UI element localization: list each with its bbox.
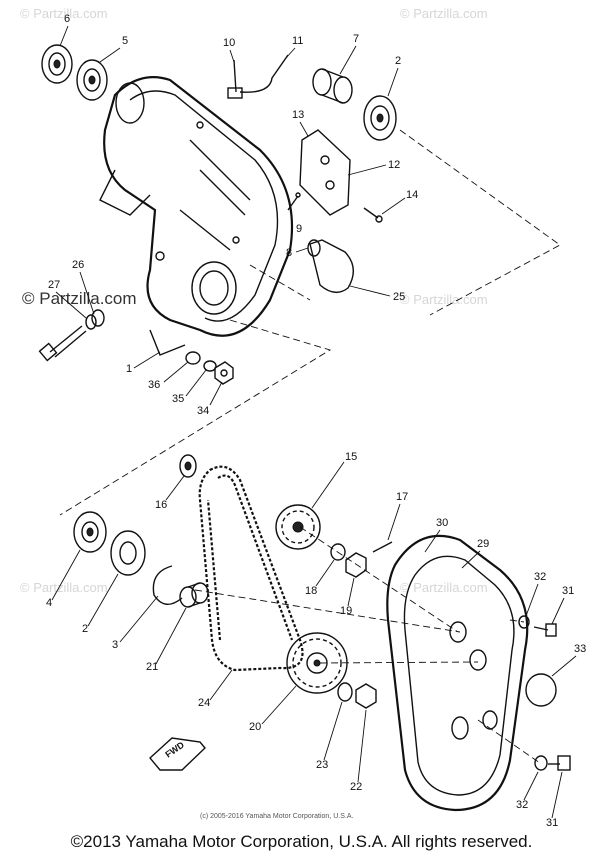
nut-27b: [91, 309, 105, 327]
screw-14: [363, 207, 383, 223]
assembly-line-upper-right: [399, 129, 561, 316]
assembly-line-cross: [59, 319, 332, 516]
chain-case-housing: [99, 76, 294, 356]
callout-16: 16: [155, 499, 167, 511]
callout-5: 5: [122, 35, 128, 47]
callout-15: 15: [345, 451, 357, 463]
chain-case-cover-30: [386, 534, 529, 812]
callout-32-lower: 32: [516, 799, 528, 811]
callout-17: 17: [396, 491, 408, 503]
bolt-10: [227, 59, 243, 99]
tensioner-25: [307, 239, 354, 293]
callout-29: 29: [477, 538, 489, 550]
chain-24: [198, 465, 304, 672]
bearing-6: [41, 44, 73, 84]
callout-9: 9: [296, 223, 302, 235]
bearing-2-upper: [363, 95, 397, 141]
callout-21: 21: [146, 661, 158, 673]
nut-22: [355, 683, 377, 709]
washer-26: [85, 314, 97, 330]
callout-22: 22: [350, 781, 362, 793]
callout-2-upper: 2: [395, 55, 401, 67]
watermark-top-left: © Partzilla.com: [20, 6, 108, 21]
sleeve-7: [312, 68, 353, 104]
forward-arrow-icon: FWD: [149, 737, 206, 771]
assembly-lines-lower: [194, 526, 541, 764]
callout-7: 7: [353, 33, 359, 45]
plate-13: [299, 129, 351, 216]
gasket-29: [403, 555, 515, 796]
callout-4: 4: [46, 597, 52, 609]
callout-14: 14: [406, 189, 418, 201]
watermark-mid-left: © Partzilla.com: [22, 289, 137, 308]
sprocket-15: [275, 504, 321, 550]
pin-9: [287, 192, 301, 211]
callout-25: 25: [393, 291, 405, 303]
callout-30: 30: [436, 517, 448, 529]
callout-20: 20: [249, 721, 261, 733]
callouts: 6 5 10 11 7 2 13 12 14 9 8 25 27: [46, 13, 586, 829]
callout-31-upper: 31: [562, 585, 574, 597]
callout-19: 19: [340, 605, 352, 617]
washer-36: [185, 351, 201, 365]
callout-26: 26: [72, 259, 84, 271]
callout-27: 27: [48, 279, 60, 291]
callout-6: 6: [64, 13, 70, 25]
hose-11: [239, 54, 289, 93]
callout-10: 10: [223, 37, 235, 49]
watermark-low-left: © Partzilla.com: [20, 580, 108, 595]
washer-35: [203, 360, 217, 372]
callout-1: 1: [126, 363, 132, 375]
callout-3: 3: [112, 639, 118, 651]
small-copyright: (c) 2005-2016 Yamaha Motor Corporation, …: [200, 813, 353, 820]
bolt-31-upper: [533, 623, 557, 637]
watermark-low-mid: © Partzilla.com: [400, 580, 488, 595]
bearing-5: [76, 59, 108, 101]
assembly-line-upper-mid: [249, 264, 311, 301]
pin-17: [372, 541, 393, 553]
bushing-16: [179, 454, 197, 478]
callout-34: 34: [197, 405, 209, 417]
bearing-4: [73, 511, 107, 553]
callout-13: 13: [292, 109, 304, 121]
spacer-21: [179, 582, 209, 608]
footer-copyright: ©2013 Yamaha Motor Corporation, U.S.A. A…: [70, 832, 533, 851]
watermark-top-right: © Partzilla.com: [400, 6, 488, 21]
callout-36: 36: [148, 379, 160, 391]
callout-18: 18: [305, 585, 317, 597]
bolt-31-lower: [548, 755, 571, 771]
callout-35: 35: [172, 393, 184, 405]
callout-32-upper: 32: [534, 571, 546, 583]
callout-12: 12: [388, 159, 400, 171]
washer-23: [337, 682, 353, 702]
washer-18: [330, 543, 346, 561]
washer-32-lower: [534, 755, 548, 771]
nut-19: [345, 552, 367, 578]
circlip-3: [152, 565, 183, 605]
bolt-27: [38, 325, 87, 362]
nut-34: [214, 361, 234, 385]
callout-2-lower: 2: [82, 623, 88, 635]
callout-8: 8: [286, 247, 292, 259]
callout-11: 11: [292, 35, 303, 47]
cap-33: [525, 673, 557, 707]
washer-32-upper: [518, 615, 530, 629]
watermark-mid-right: © Partzilla.com: [400, 292, 488, 307]
callout-24: 24: [198, 697, 210, 709]
callout-31-lower: 31: [546, 817, 558, 829]
bearing-2-lower: [110, 530, 146, 576]
callout-33: 33: [574, 643, 586, 655]
callout-23: 23: [316, 759, 328, 771]
